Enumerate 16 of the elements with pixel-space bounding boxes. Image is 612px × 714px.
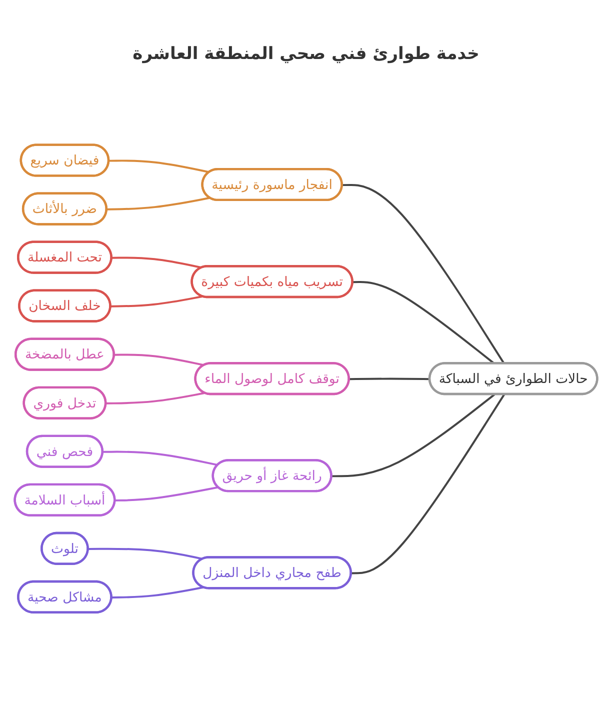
connector: [349, 378, 430, 381]
connector: [352, 281, 496, 365]
connector: [351, 394, 505, 575]
connector: [109, 160, 210, 174]
connector: [114, 354, 205, 367]
connector: [102, 451, 218, 466]
connector: [106, 392, 205, 405]
connector: [112, 586, 204, 599]
connector: [88, 548, 204, 560]
connector: [106, 197, 210, 211]
connector: [342, 184, 505, 365]
connector: [332, 394, 496, 478]
connector: [110, 296, 202, 308]
connector: [115, 486, 218, 502]
diagram-title: خدمة طوارئ فني صحي المنطقة العاشرة: [132, 44, 480, 64]
connector: [112, 257, 202, 270]
